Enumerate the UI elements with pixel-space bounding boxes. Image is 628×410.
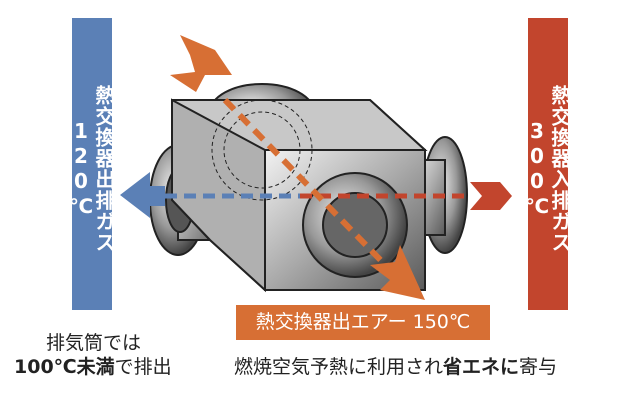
left-caption-rest: で排出 — [114, 356, 172, 378]
right-caption-part2: 寄与 — [519, 356, 558, 378]
orange-out-arrow-icon — [370, 245, 425, 300]
left-caption-line2: 100℃未満で排出 — [14, 352, 172, 379]
right-caption: 燃焼空気予熱に利用され省エネに寄与 — [234, 352, 557, 379]
left-caption-line1: 排気筒では — [46, 332, 142, 354]
blue-arrow-icon — [120, 172, 165, 218]
red-arrow-icon — [470, 182, 512, 210]
orange-in-arrow-icon — [170, 35, 232, 92]
air-out-label: 熱交換器出エアー 150℃ — [236, 305, 490, 340]
right-caption-part1: 燃焼空気予熱に利用され — [234, 356, 444, 378]
left-caption-bold: 100℃未満 — [14, 356, 115, 378]
right-caption-bold: 省エネに — [443, 356, 520, 378]
exhaust-out-label: 熱交換器出排ガス 120℃ — [69, 18, 116, 310]
exhaust-in-label: 熱交換器入排ガス 300℃ — [525, 18, 572, 310]
